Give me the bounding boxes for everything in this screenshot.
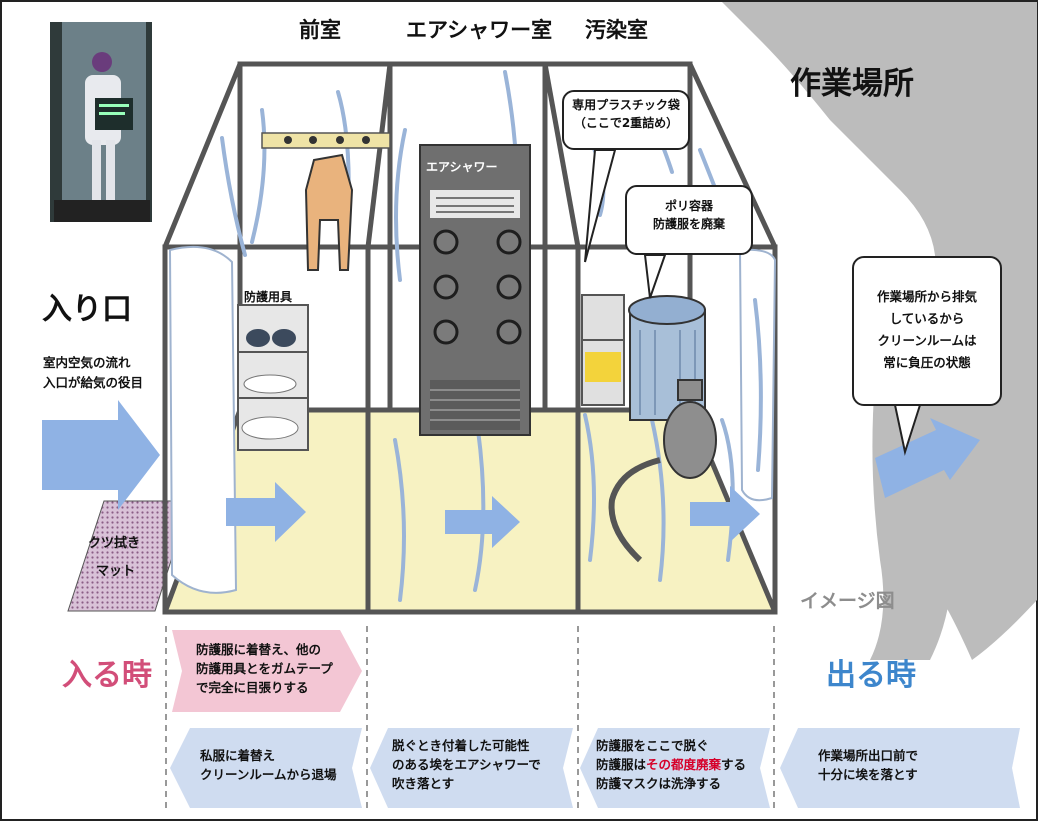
exit-time-label: 出る時	[826, 658, 916, 693]
bag-callout-line2: （ここで2重詰め）	[573, 116, 679, 130]
exit-step-contaminated-line3: 防護マスクは洗浄する	[596, 776, 722, 791]
enter-time-label: 入る時	[62, 658, 152, 693]
exit-step-contaminated-line2c: する	[721, 757, 747, 772]
exit-step-front-line1: 私服に着替え	[200, 748, 276, 763]
work-area-region	[722, 2, 1037, 660]
enter-step-1: 防護服に着替え、他の 防護用具とをガムテープ で完全に目張りする	[196, 640, 333, 697]
protective-gear-label: 防護用具	[244, 290, 293, 304]
air-shower-unit	[419, 144, 531, 436]
exit-step-contaminated-line1: 防護服をここで脱ぐ	[596, 738, 709, 753]
curtains	[168, 245, 777, 594]
exit-step-air-shower: 脱ぐとき付着した可能性 のある埃をエアシャワーで 吹き落とす	[392, 736, 541, 793]
enter-step-1-band	[172, 630, 362, 712]
disposal-shelf	[581, 294, 625, 406]
exit-step-contaminated: 防護服をここで脱ぐ 防護服はその都度廃棄する 防護マスクは洗浄する	[596, 736, 746, 793]
room-label-front: 前室	[299, 18, 341, 42]
mat-label-line1: クツ拭き	[88, 536, 141, 551]
negative-pressure-line2: しているから	[889, 311, 965, 326]
negative-pressure-line1: 作業場所から排気	[876, 289, 977, 304]
poly-container	[628, 295, 706, 421]
exit-step-work-area: 作業場所出口前で 十分に埃を落とす	[818, 746, 918, 784]
shoe-mat	[67, 500, 191, 612]
exit-step-air-shower-line1: 脱ぐとき付着した可能性	[392, 738, 530, 753]
air-shower-unit-label: エアシャワー	[426, 160, 498, 174]
poly-callout: ポリ容器 防護服を廃棄	[625, 185, 753, 255]
negative-pressure-line3: クリーンルームは	[877, 333, 977, 348]
negative-pressure-callout: 作業場所から排気 しているから クリーンルームは 常に負圧の状態	[852, 256, 1002, 406]
enter-step-1-line1: 防護服に着替え、他の	[196, 642, 322, 657]
exit-step-front: 私服に着替え クリーンルームから退場	[200, 746, 337, 784]
clothes-rack	[261, 132, 391, 271]
exit-step-air-shower-line3: 吹き落とす	[392, 776, 455, 791]
worker-photo	[50, 22, 152, 222]
exit-step-air-shower-line2: のある埃をエアシャワーで	[392, 757, 541, 772]
exit-step-bands	[170, 728, 1020, 808]
entrance-label: 入り口	[42, 292, 132, 327]
protective-gear-shelf	[237, 304, 309, 451]
image-caption: イメージ図	[800, 590, 895, 612]
exit-step-work-area-line2: 十分に埃を落とす	[818, 767, 918, 782]
exit-step-contaminated-line2a: 防護服は	[596, 757, 647, 772]
poly-callout-line2: 防護服を廃棄	[652, 217, 725, 231]
room-label-contaminated: 汚染室	[585, 18, 648, 42]
work-area-label: 作業場所	[790, 66, 914, 102]
bag-callout: 専用プラスチック袋 （ここで2重詰め）	[562, 90, 690, 150]
bag-callout-line1: 専用プラスチック袋	[572, 98, 680, 112]
enter-step-1-line2: 防護用具とをガムテープ	[196, 661, 333, 676]
entrance-note-line1: 室内空気の流れ	[43, 355, 131, 370]
room-label-air-shower: エアシャワー室	[406, 18, 553, 42]
mat-label-line2: マット	[96, 564, 136, 579]
exit-step-work-area-line1: 作業場所出口前で	[818, 748, 919, 763]
vacuum-cleaner	[608, 379, 717, 563]
exit-step-contaminated-line2: 防護服はその都度廃棄する	[596, 755, 746, 774]
column-separators	[165, 626, 775, 812]
callout-pointers	[584, 149, 922, 456]
exit-step-front-line2: クリーンルームから退場	[200, 767, 337, 782]
flow-arrows	[42, 400, 980, 548]
dispose-each-time-warning: その都度廃棄	[646, 757, 722, 772]
poly-callout-line1: ポリ容器	[664, 199, 713, 213]
entrance-note-line2: 入口が給気の役目	[43, 375, 144, 390]
negative-pressure-line4: 常に負圧の状態	[883, 355, 971, 370]
enter-step-1-line3: で完全に目張りする	[196, 680, 309, 695]
